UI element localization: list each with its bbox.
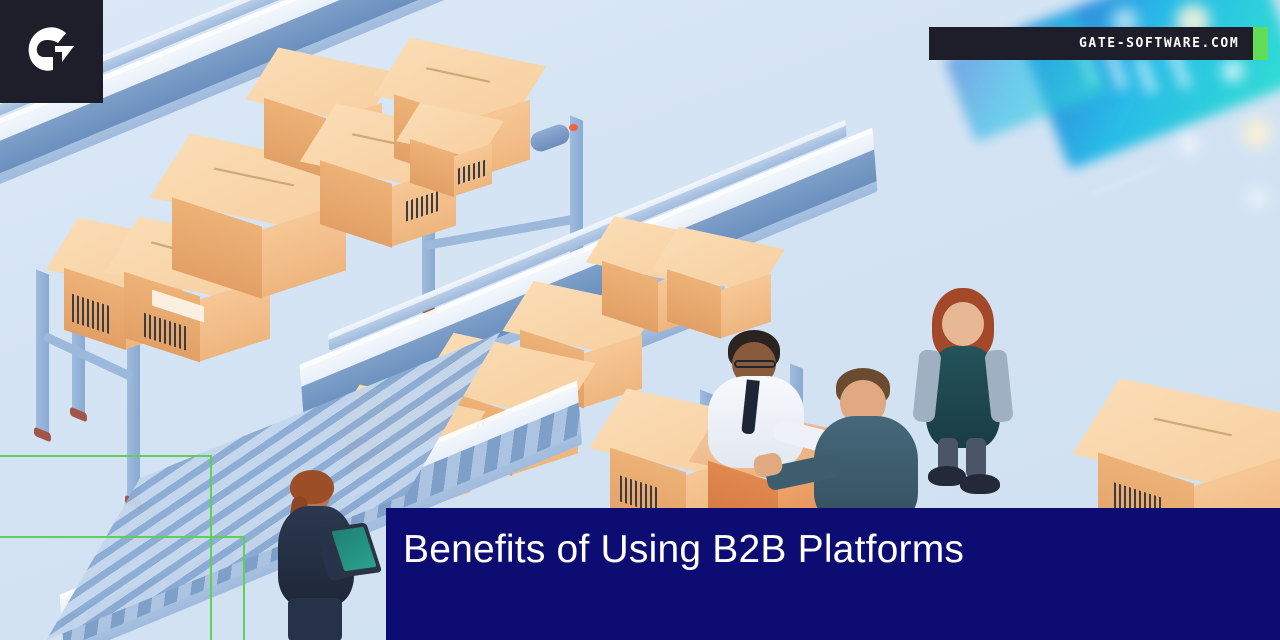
conveyor-control-knob (527, 121, 573, 155)
page-title: Benefits of Using B2B Platforms (403, 528, 965, 571)
cardboard-box (396, 103, 504, 198)
leg-right (966, 438, 986, 478)
person-businessman-right (752, 368, 946, 538)
person-standing-woman (912, 288, 1022, 494)
bokeh-dot (1222, 60, 1244, 82)
logo-g-icon (28, 27, 74, 71)
person-businessman-left (700, 330, 859, 480)
cardboard-box (651, 226, 785, 339)
shoe-left (928, 466, 966, 486)
green-decorative-frame-outer (0, 455, 212, 640)
bokeh-dot (1180, 135, 1198, 153)
green-decorative-frame-inner (0, 536, 245, 640)
conveyor-leg (36, 269, 49, 435)
site-url-background: GATE-SOFTWARE.COM (929, 27, 1254, 60)
shoe-right (960, 474, 1000, 494)
glasses (734, 360, 776, 368)
bokeh-dot (1248, 188, 1268, 208)
site-url-text: GATE-SOFTWARE.COM (1079, 36, 1240, 51)
title-banner: Benefits of Using B2B Platforms (386, 508, 1280, 640)
legs (288, 598, 342, 640)
brand-logo[interactable] (0, 0, 103, 103)
person-worker-with-tablet (262, 470, 383, 640)
bokeh-dot (1242, 118, 1272, 148)
site-badge-accent-bar (1253, 27, 1269, 60)
conveyor-indicator-light (569, 124, 578, 131)
site-url-badge[interactable]: GATE-SOFTWARE.COM (929, 27, 1269, 60)
head (942, 302, 984, 346)
